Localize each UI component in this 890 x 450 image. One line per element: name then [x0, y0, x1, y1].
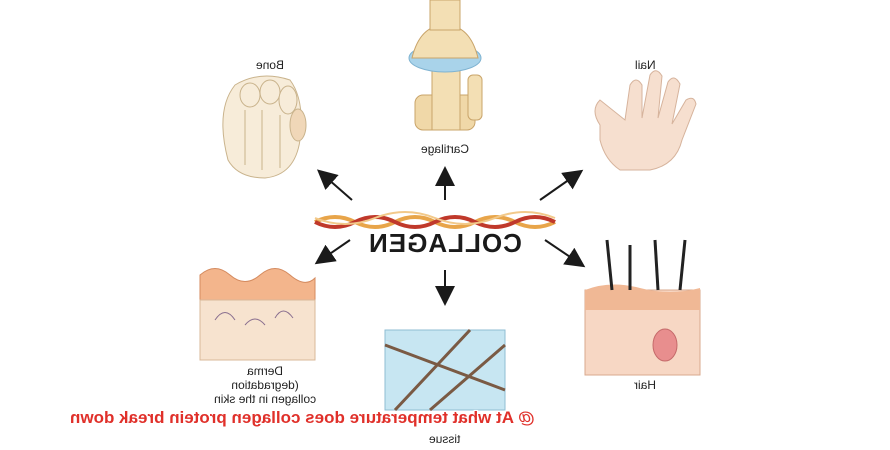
hair-label: Hair [633, 378, 656, 392]
cartilage-label: Cartilage [420, 142, 470, 156]
collagen-rope [314, 211, 556, 229]
collagen-title: COLLAGEN [368, 228, 522, 258]
tissue-label: tissue [429, 432, 461, 446]
arrow-to-derma [314, 239, 351, 265]
arrow-to-nail [539, 169, 584, 201]
foot-bones-illustration [222, 75, 307, 179]
tissue-illustration [384, 328, 506, 412]
caption-watermark: @ At what temperature does collagen prot… [70, 408, 535, 427]
hand-illustration [594, 70, 697, 171]
derma-label: Derma (degradation collagen in the skin [213, 364, 317, 406]
knee-illustration [408, 0, 483, 131]
arrow-to-hair [544, 239, 586, 268]
nail-label: Nail [634, 58, 656, 72]
derma-illustration [199, 268, 316, 361]
hair-illustration [584, 239, 701, 376]
arrow-to-bone [316, 169, 353, 201]
bone-label: Bone [255, 58, 285, 72]
